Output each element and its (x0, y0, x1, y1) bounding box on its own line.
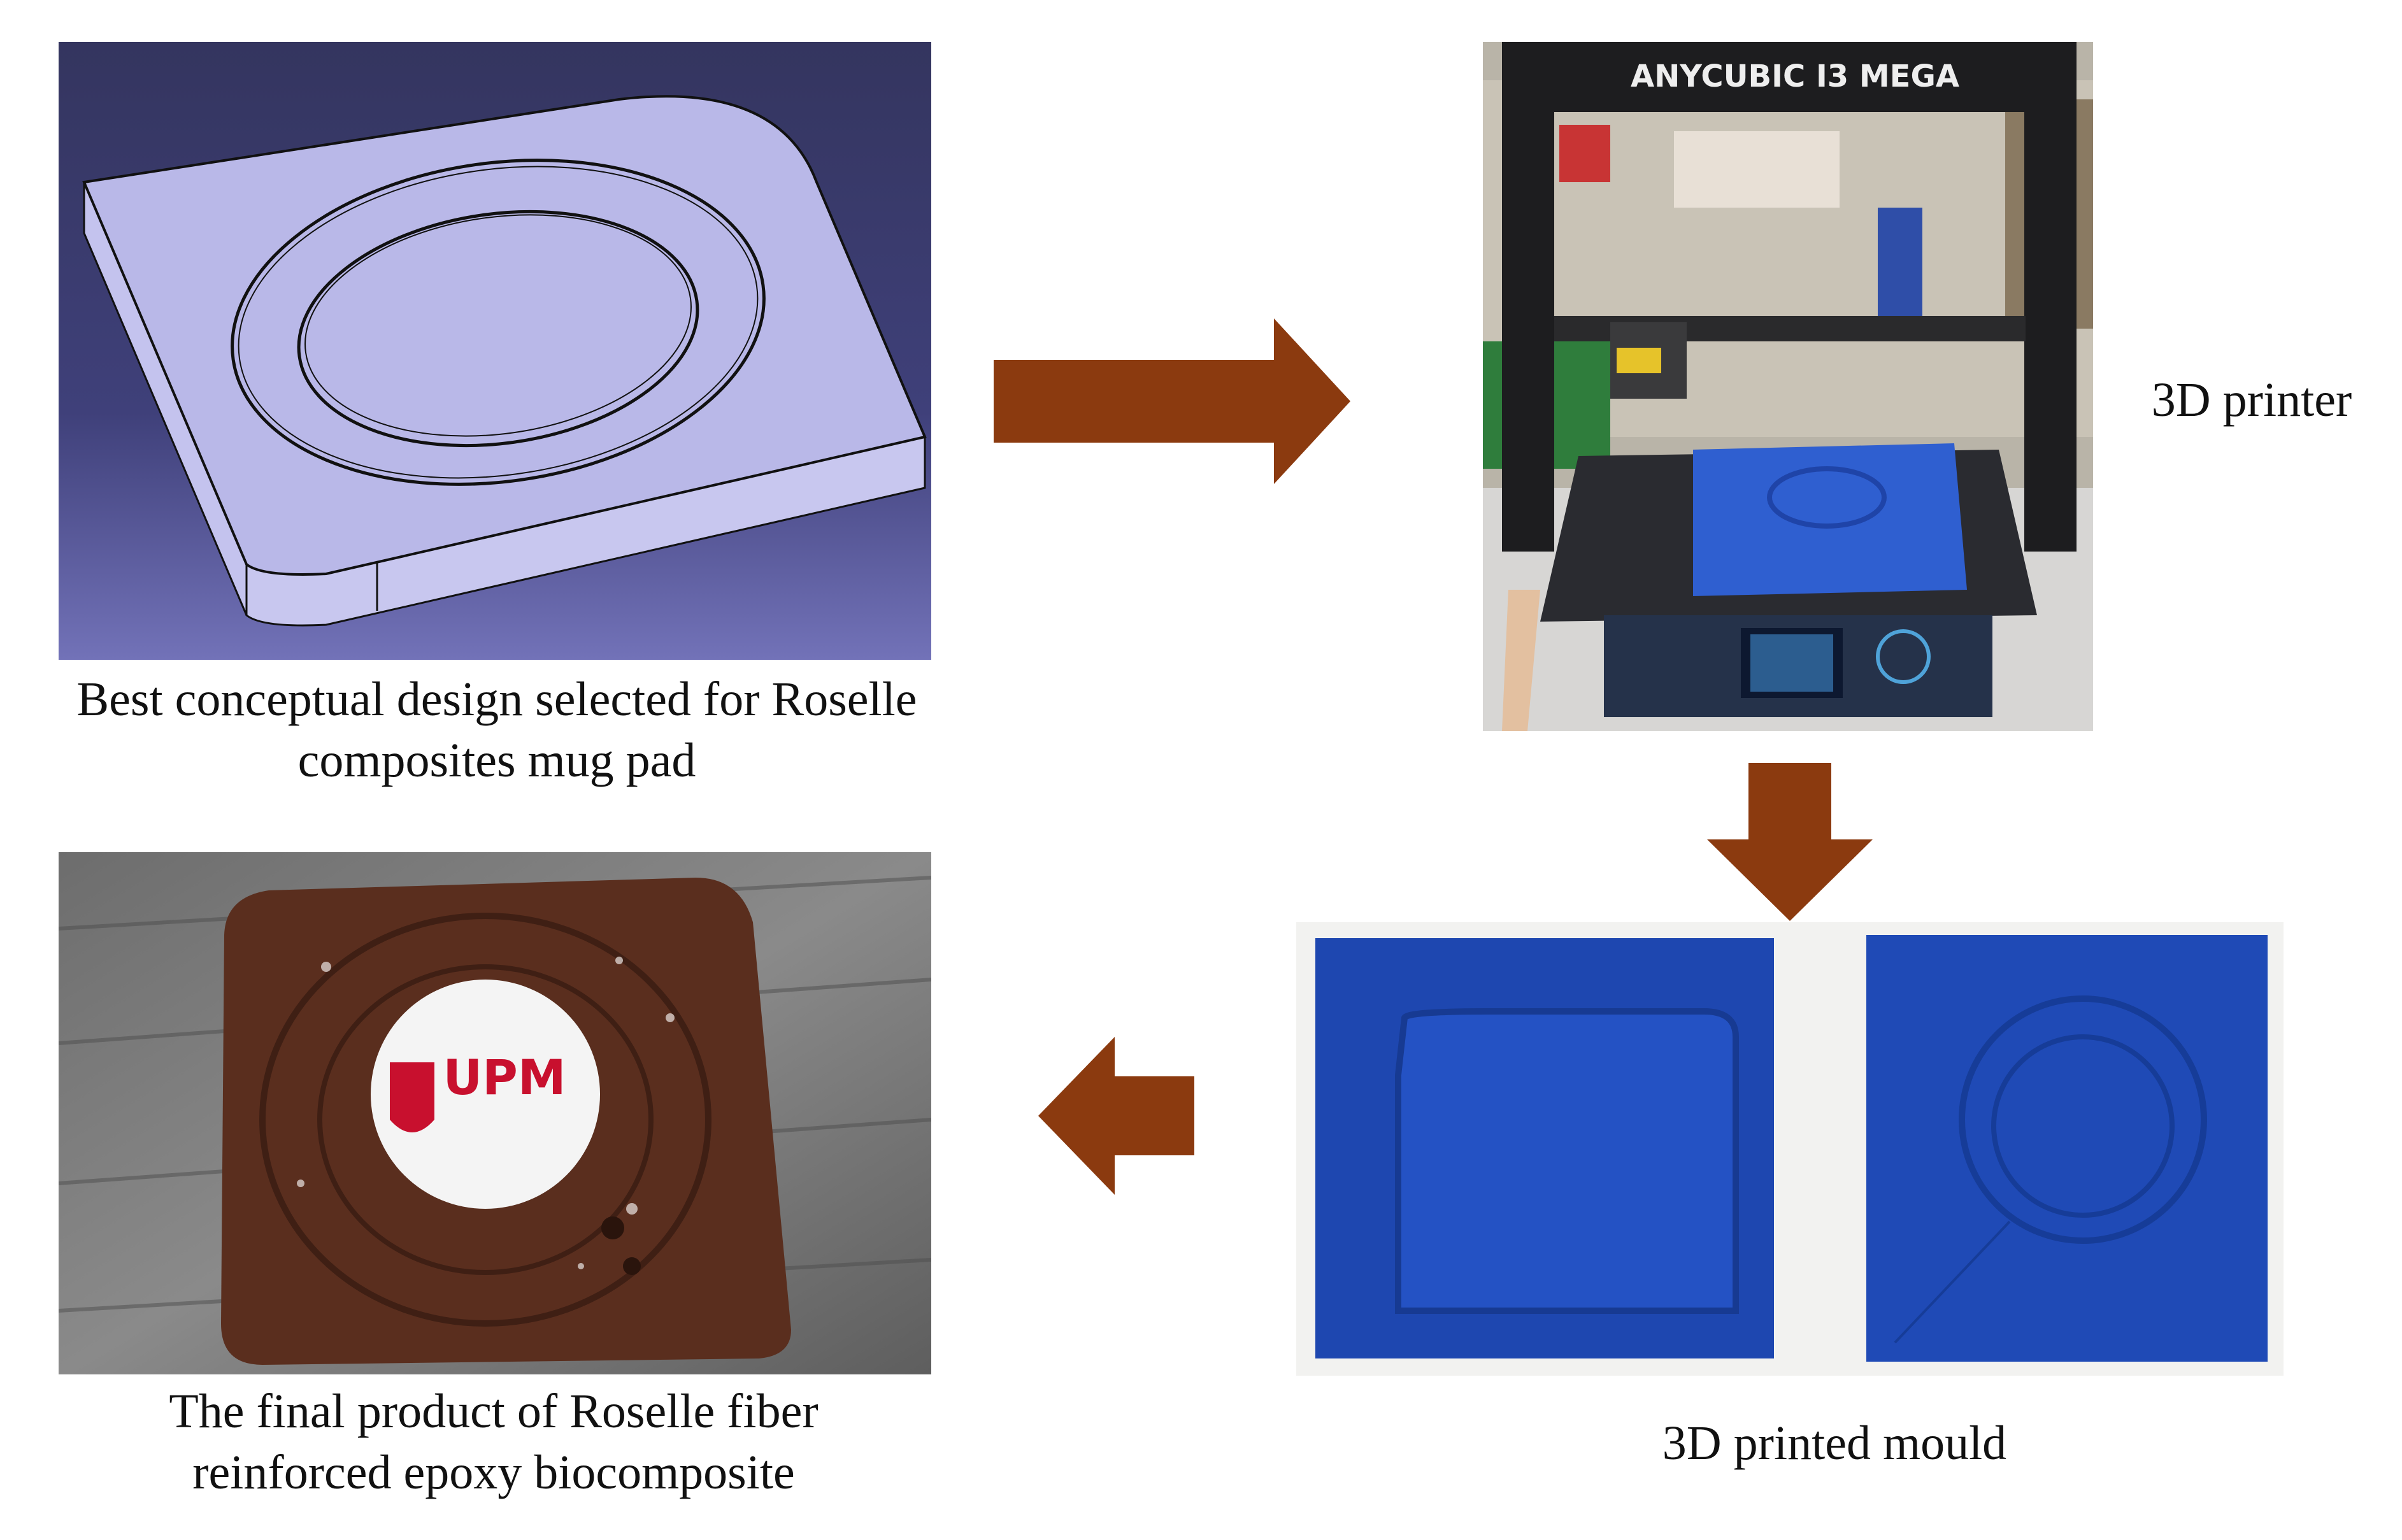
arrow-right-icon (994, 318, 1350, 484)
printed-mould-photo (1296, 922, 2284, 1376)
product-caption-line1: The final product of Roselle fiber (169, 1385, 819, 1438)
upm-logo-text: UPM (443, 1049, 566, 1106)
printer-caption: 3D printer (2102, 369, 2401, 431)
product-caption: The final product of Roselle fiber reinf… (25, 1381, 962, 1503)
final-product-photo: UPM (59, 852, 931, 1374)
design-caption-line1: Best conceptual design selected for Rose… (76, 673, 917, 726)
cad-design-image (59, 42, 931, 660)
mould-caption: 3D printed mould (1548, 1413, 2121, 1474)
design-caption: Best conceptual design selected for Rose… (13, 669, 981, 791)
arrow-left-icon (1038, 1037, 1194, 1195)
product-caption-line2: reinforced epoxy biocomposite (192, 1446, 795, 1499)
mould-caption-text: 3D printed mould (1662, 1416, 2007, 1470)
design-caption-line2: composites mug pad (297, 734, 696, 787)
arrow-down-icon (1707, 763, 1873, 921)
printer-brand-label: ANYCUBIC I3 MEGA (1631, 59, 1959, 94)
printer-caption-text: 3D printer (2151, 373, 2352, 427)
3d-printer-photo: ANYCUBIC I3 MEGA (1483, 42, 2093, 731)
